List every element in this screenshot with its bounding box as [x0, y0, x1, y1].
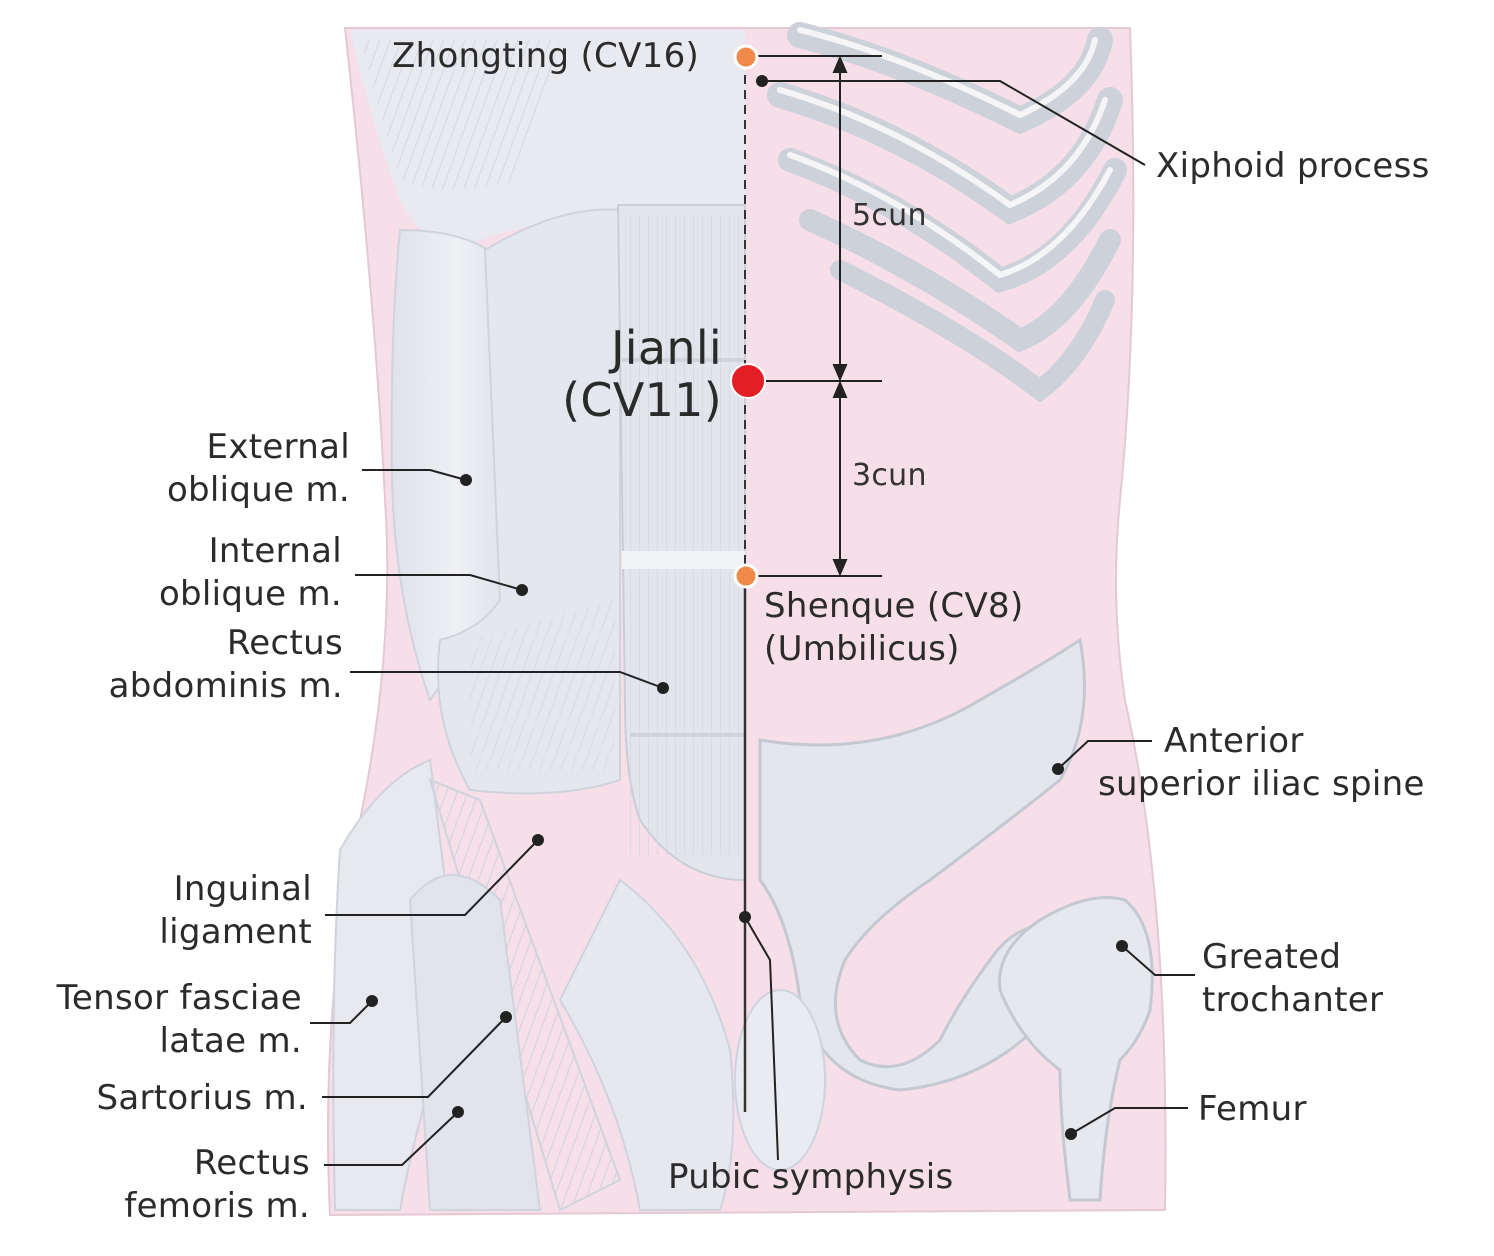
tensor-label: Tensor fasciae latae m. — [56, 978, 302, 1061]
sartorius-dot — [500, 1011, 512, 1023]
pubic-symphysis-label: Pubic symphysis — [668, 1157, 954, 1197]
trochanter-dot — [1116, 940, 1128, 952]
xiphoid-dot — [756, 75, 768, 87]
pubic-symphysis-dot — [739, 911, 751, 923]
external-oblique-label: External oblique m. — [166, 427, 350, 510]
jianli-code: (CV11) — [562, 373, 722, 427]
rectus-abdominis-dot — [657, 682, 669, 694]
internal-oblique-dot — [516, 584, 528, 596]
femur-bone — [998, 896, 1154, 1202]
jianli-point — [730, 363, 766, 399]
sartorius-label: Sartorius m. — [96, 1078, 308, 1118]
shenque-point — [733, 563, 759, 589]
measure-upper — [832, 55, 848, 382]
lower-span-label: 3cun — [852, 458, 927, 493]
rib-cage — [767, 22, 1127, 403]
internal-oblique-label: Internal oblique m. — [158, 531, 342, 614]
femur-label: Femur — [1198, 1089, 1307, 1129]
rectus-abdominis-label: Rectus abdominis m. — [108, 623, 343, 706]
rectus-femoris-dot — [452, 1106, 464, 1118]
external-oblique-dot — [460, 474, 472, 486]
zhongting-point — [733, 44, 759, 70]
measure-lower — [832, 380, 848, 577]
tensor-dot — [366, 995, 378, 1007]
asis-label: Anterior superior iliac spine — [1098, 721, 1425, 804]
greater-trochanter-label: Greated trochanter — [1202, 937, 1384, 1020]
jianli-label: Jianli (CV11) — [540, 322, 722, 426]
asis-dot — [1052, 763, 1064, 775]
zhongting-label: Zhongting (CV16) — [392, 36, 700, 76]
inguinal-dot — [532, 834, 544, 846]
jianli-name: Jianli — [610, 321, 722, 375]
shenque-label: Shenque (CV8) (Umbilicus) — [764, 586, 1024, 669]
upper-span-label: 5cun — [852, 198, 927, 233]
femur-dot — [1065, 1128, 1077, 1140]
inguinal-label: Inguinal ligament — [159, 869, 312, 952]
xiphoid-label: Xiphoid process — [1156, 146, 1430, 186]
rectus-femoris-label: Rectus femoris m. — [124, 1143, 310, 1226]
